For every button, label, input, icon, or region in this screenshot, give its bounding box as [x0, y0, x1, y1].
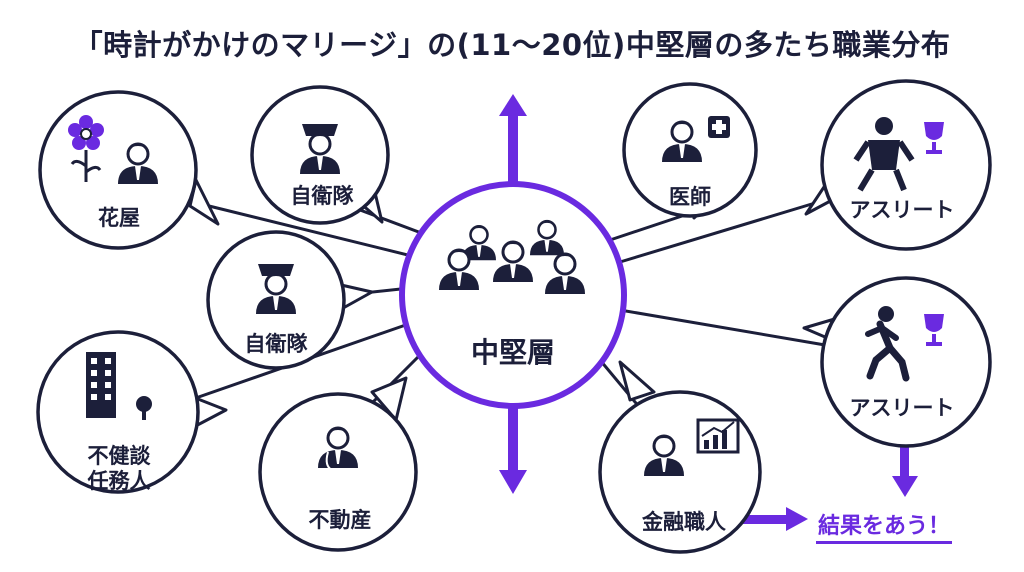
arrow-athlete-down	[892, 446, 918, 497]
node-finance	[598, 360, 762, 554]
node-sdf-top-label: 自衛隊	[290, 184, 354, 208]
center-node	[399, 181, 627, 409]
connector-athlete-top	[619, 198, 826, 264]
arrow-down	[499, 400, 527, 494]
connector-athlete-mid	[619, 308, 826, 347]
flower-icon	[68, 115, 104, 182]
runner-trophy-icon	[865, 306, 944, 382]
node-sdf-top	[250, 85, 390, 225]
arrow-finance-right	[742, 507, 808, 531]
node-athlete-top-label: アスリート	[849, 198, 955, 222]
center-label: 中堅層	[470, 336, 555, 369]
athlete-trophy-icon	[853, 117, 944, 192]
node-realestate	[258, 376, 418, 552]
node-building	[36, 330, 228, 494]
node-athlete-mid-label: アスリート	[849, 396, 955, 420]
node-florist-label: 花屋	[98, 206, 140, 230]
node-building-label: 不健談 任務人	[87, 444, 151, 494]
officer-icon	[298, 124, 342, 176]
businessman-chart-icon	[642, 418, 740, 478]
node-sdf-mid	[206, 230, 374, 370]
node-athlete-mid	[802, 276, 992, 448]
doctor-icon	[660, 116, 730, 164]
node-doctor	[622, 82, 758, 220]
page-title: 「時計がかけのマリージ」の(11〜20位)中堅層の多たち職業分布	[73, 28, 951, 62]
node-realestate-label: 不動産	[308, 508, 372, 532]
node-finance-label: 金融職人	[642, 510, 726, 534]
doctor-icon	[316, 426, 360, 471]
node-athlete-top	[804, 79, 992, 251]
arrow-up	[499, 94, 527, 192]
connector-florist	[204, 203, 421, 260]
building-icon	[86, 352, 152, 420]
node-sdf-mid-label: 自衛隊	[244, 332, 308, 356]
result-link[interactable]: 結果をあう！	[816, 508, 953, 544]
officer-icon	[254, 264, 298, 316]
node-doctor-label: 医師	[669, 185, 711, 209]
node-florist	[38, 90, 220, 250]
